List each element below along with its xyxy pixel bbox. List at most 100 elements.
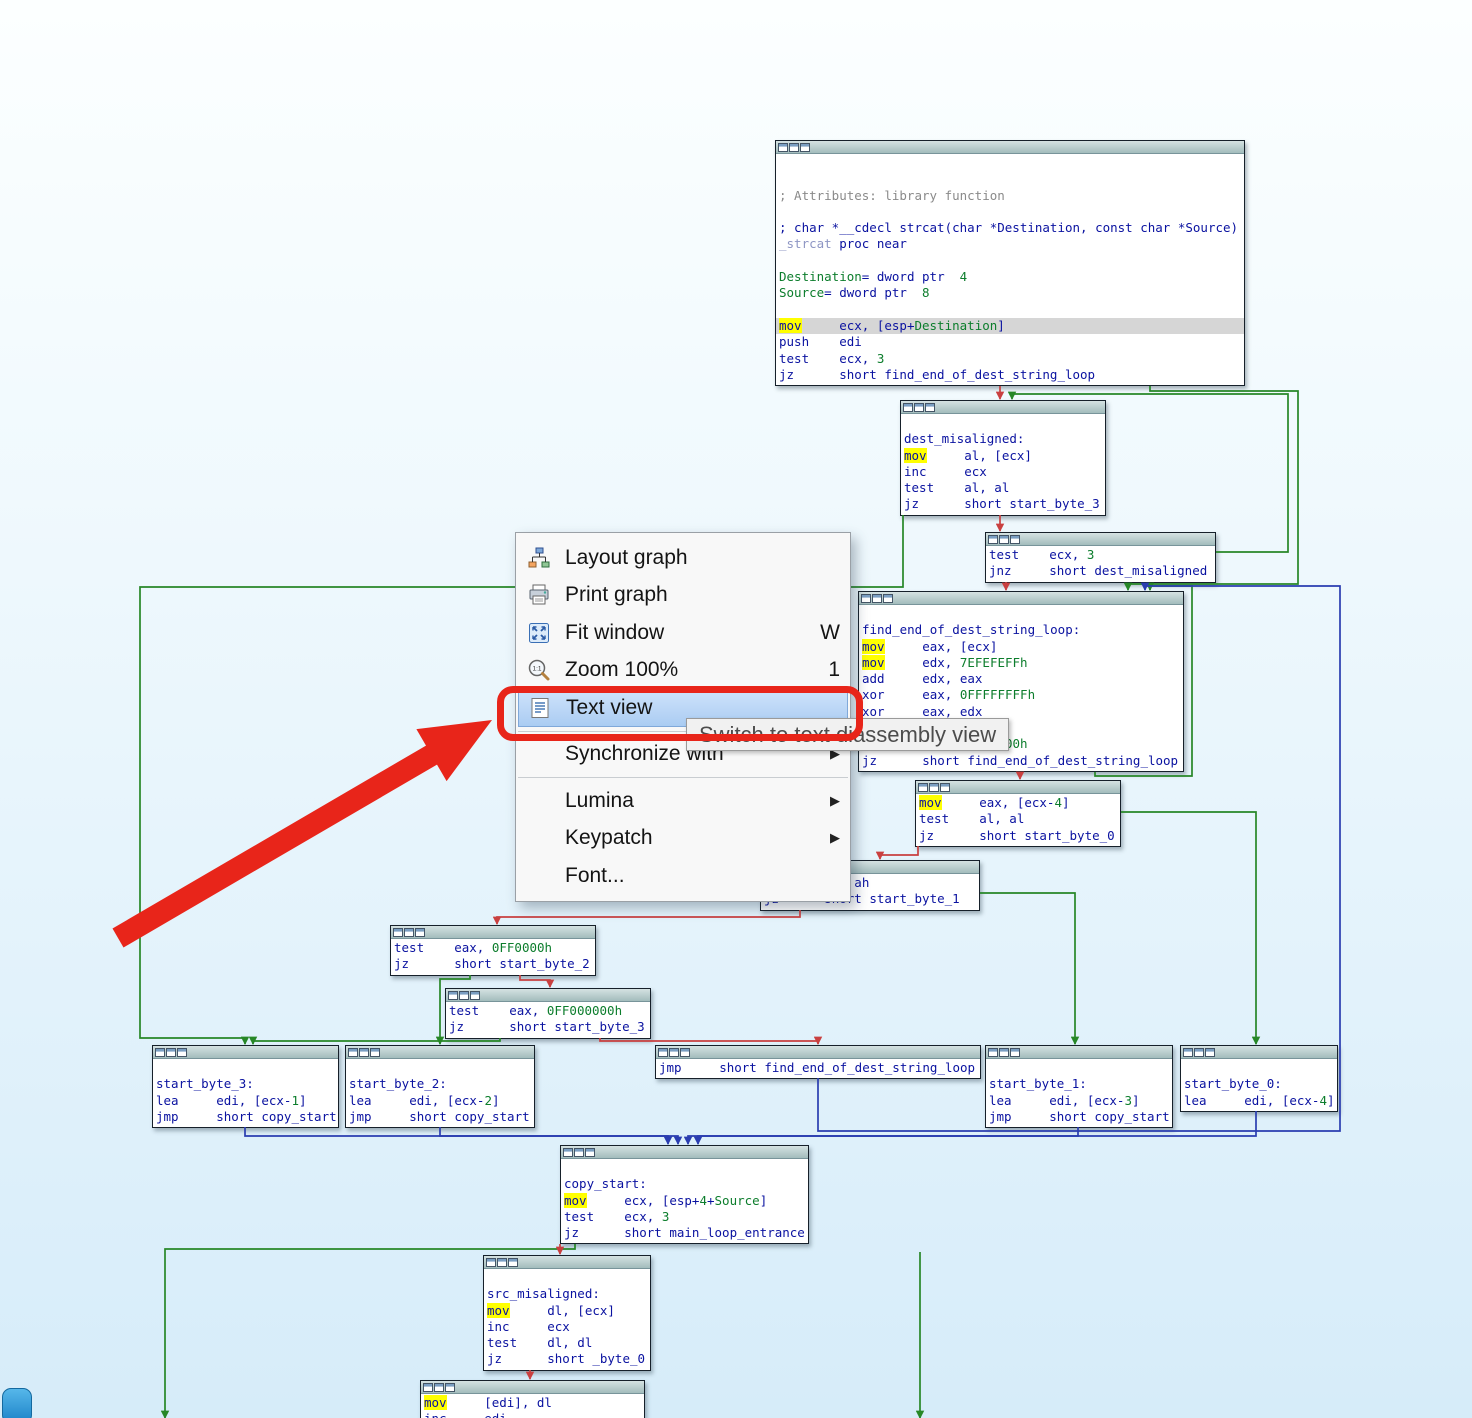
node-titlebar[interactable] [656,1046,980,1059]
node-titlebar[interactable] [986,533,1215,546]
code-line[interactable]: inc ecx [484,1319,650,1335]
code-line[interactable]: jz short main_loop_entrance [561,1225,808,1241]
node-titlebar[interactable] [986,1046,1172,1059]
code-line[interactable]: jmp short copy_start [153,1109,338,1125]
code-line[interactable]: ; Attributes: library function [776,188,1244,204]
code-line[interactable]: lea edi, [ecx-2] [346,1093,534,1109]
graph-node-start-byte-2[interactable]: start_byte_2:lea edi, [ecx-2]jmp short c… [345,1045,535,1129]
code-line[interactable]: ; char *__cdecl strcat(char *Destination… [776,220,1244,236]
code-line[interactable] [776,253,1244,269]
code-line[interactable]: jz short start_byte_3 [446,1019,650,1035]
code-line[interactable]: jz short start_byte_2 [391,956,595,972]
window-corner-button[interactable] [2,1388,32,1418]
code-line[interactable] [346,1060,534,1076]
code-line[interactable] [1181,1060,1337,1076]
node-titlebar[interactable] [916,781,1120,794]
node-titlebar[interactable] [153,1046,338,1059]
code-line[interactable]: test al, al [916,811,1120,827]
code-line[interactable]: jz short find_end_of_dest_string_loop [776,367,1244,383]
code-line[interactable]: jmp short copy_start [986,1109,1172,1125]
node-titlebar[interactable] [776,141,1244,154]
node-titlebar[interactable] [901,401,1105,414]
code-line[interactable]: test ecx, 3 [561,1209,808,1225]
node-titlebar[interactable] [859,592,1183,605]
menu-item-font[interactable]: Font... [516,857,850,895]
code-line[interactable]: jmp short find_end_of_dest_string_loop [656,1060,980,1076]
code-line[interactable]: mov al, [ecx] [901,447,1105,464]
code-line[interactable]: test dl, dl [484,1335,650,1351]
code-line[interactable]: find_end_of_dest_string_loop: [859,622,1183,638]
code-line[interactable]: jz short start_byte_0 [916,828,1120,844]
graph-node-copy-start[interactable]: copy_start:mov ecx, [esp+4+Source]test e… [560,1145,809,1245]
code-line[interactable]: lea edi, [ecx-3] [986,1093,1172,1109]
code-line[interactable]: lea edi, [ecx-1] [153,1093,338,1109]
menu-item-print-graph[interactable]: Print graph [516,577,850,615]
code-line[interactable]: test ecx, 3 [986,547,1215,563]
code-line[interactable]: mov edx, 7EFEFEFFh [859,654,1183,671]
menu-item-lumina[interactable]: Lumina▶ [516,782,850,820]
node-titlebar[interactable] [484,1256,650,1269]
code-line[interactable]: xor eax, 0FFFFFFFFh [859,687,1183,703]
code-line[interactable]: mov eax, [ecx-4] [916,795,1120,811]
graph-node-start-byte-1[interactable]: start_byte_1:lea edi, [ecx-3]jmp short c… [985,1045,1173,1129]
menu-item-keypatch[interactable]: Keypatch▶ [516,820,850,858]
code-line-highlighted[interactable]: mov ecx, [esp+Destination] [776,317,1244,335]
code-line[interactable]: start_byte_0: [1181,1076,1337,1092]
code-line[interactable] [776,204,1244,220]
code-line[interactable] [986,1060,1172,1076]
code-line[interactable]: add edx, eax [859,671,1183,687]
graph-node-jmp-loop[interactable]: jmp short find_end_of_dest_string_loop [655,1045,981,1080]
code-line[interactable]: jz short start_byte_3 [901,496,1105,512]
code-line[interactable]: jnz short dest_misaligned [986,563,1215,579]
code-line[interactable]: mov [edi], dl [421,1395,644,1411]
code-line[interactable] [561,1160,808,1176]
code-line[interactable]: mov eax, [ecx] [859,638,1183,655]
code-line[interactable]: start_byte_1: [986,1076,1172,1092]
node-titlebar[interactable] [1181,1046,1337,1059]
code-line[interactable]: Source= dword ptr 8 [776,285,1244,301]
code-line[interactable]: lea edi, [ecx-4] [1181,1093,1337,1109]
code-line[interactable] [776,302,1244,318]
code-line[interactable] [901,415,1105,431]
code-line[interactable]: jz short _byte_0 [484,1351,650,1367]
node-titlebar[interactable] [446,989,650,1002]
node-titlebar[interactable] [561,1146,808,1159]
code-line[interactable]: test al, al [901,480,1105,496]
graph-node-start-byte-0[interactable]: start_byte_0:lea edi, [ecx-4] [1180,1045,1338,1112]
code-line[interactable]: mov dl, [ecx] [484,1302,650,1319]
code-line[interactable]: inc edi [421,1411,644,1418]
graph-node-fn-header[interactable]: ; Attributes: library function ; char *__… [775,140,1245,387]
node-titlebar[interactable] [421,1381,644,1394]
code-line[interactable]: copy_start: [561,1176,808,1192]
code-line[interactable]: jz short find_end_of_dest_string_loop [859,753,1183,769]
code-line[interactable]: test eax, 0FF0000h [391,940,595,956]
node-titlebar[interactable] [346,1046,534,1059]
code-line[interactable]: test ecx, 3 [776,351,1244,367]
code-line[interactable]: inc ecx [901,464,1105,480]
code-line[interactable] [859,606,1183,622]
code-line[interactable]: _strcat proc near [776,236,1244,252]
code-line[interactable]: Destination= dword ptr 4 [776,269,1244,285]
code-line[interactable]: dest_misaligned: [901,431,1105,447]
code-line[interactable] [776,171,1244,187]
code-line[interactable]: src_misaligned: [484,1286,650,1302]
menu-item-layout-graph[interactable]: Layout graph [516,539,850,577]
code-line[interactable]: push edi [776,334,1244,350]
code-line[interactable] [153,1060,338,1076]
code-line[interactable]: mov ecx, [esp+4+Source] [561,1192,808,1209]
code-line[interactable]: start_byte_3: [153,1076,338,1092]
code-line[interactable]: start_byte_2: [346,1076,534,1092]
node-titlebar[interactable] [391,926,595,939]
code-line[interactable]: jmp short copy_start [346,1109,534,1125]
graph-node-copy-byte-loop[interactable]: mov [edi], dlinc edi [420,1380,645,1418]
code-line[interactable] [776,155,1244,171]
